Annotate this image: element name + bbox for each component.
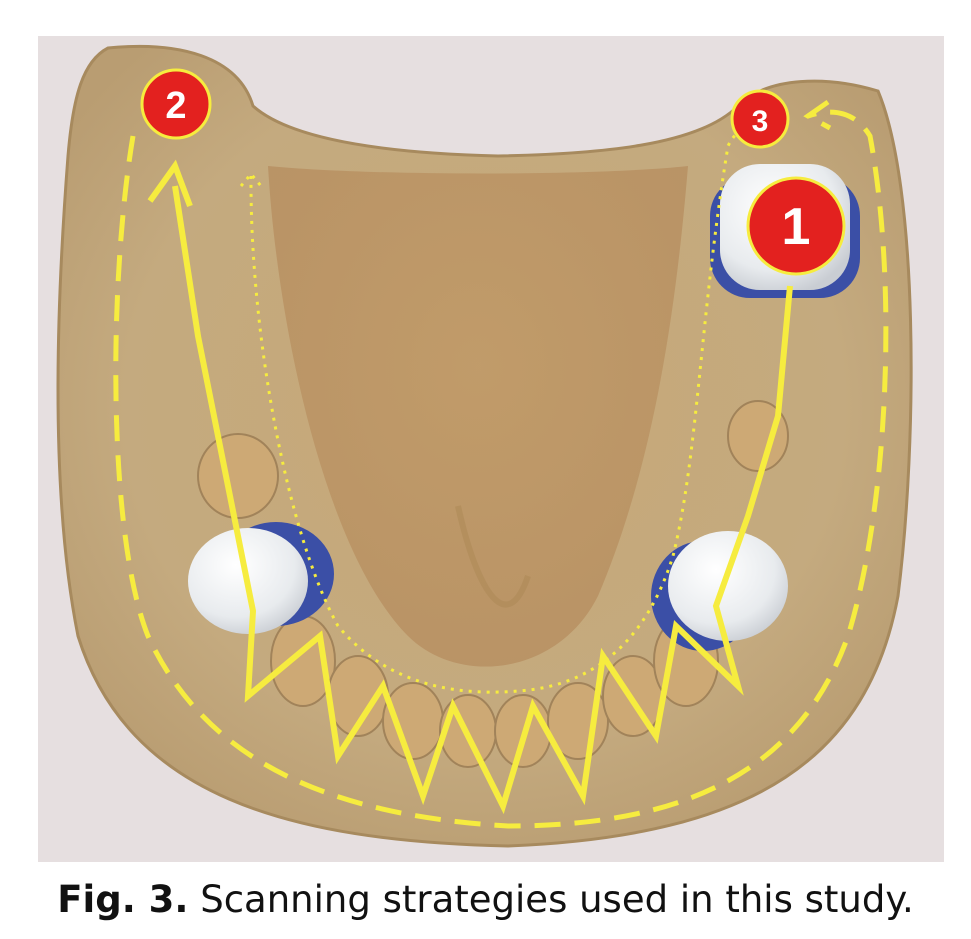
scan-path-dotted	[239, 126, 749, 694]
scan-path-dashed	[113, 99, 889, 829]
svg-text:3: 3	[752, 105, 769, 138]
marker-3-badge: 3	[730, 89, 790, 149]
palate-ridge	[455, 505, 531, 608]
dental-cast-photo: 1 2 3	[38, 36, 944, 862]
caption-text: Scanning strategies used in this study.	[200, 878, 914, 921]
caption-label: Fig. 3.	[57, 878, 189, 921]
svg-text:1: 1	[782, 198, 811, 256]
marker-1-badge: 1	[746, 176, 846, 276]
marker-2-badge: 2	[140, 68, 212, 140]
palate-area	[268, 166, 688, 667]
scan-path-solid	[147, 159, 793, 815]
svg-text:2: 2	[165, 85, 186, 127]
figure-caption: Fig. 3. Scanning strategies used in this…	[0, 878, 971, 921]
